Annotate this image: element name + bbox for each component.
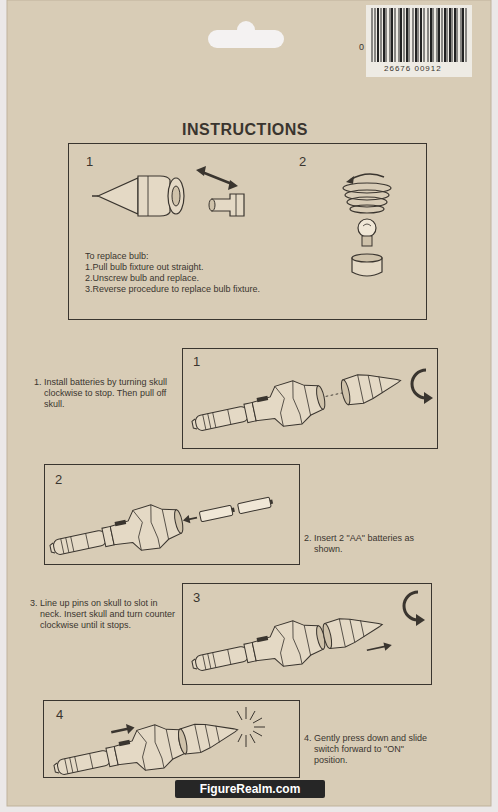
watermark: FigureRealm.com bbox=[175, 780, 325, 798]
bulb-plug bbox=[212, 194, 244, 216]
battery bbox=[199, 505, 235, 522]
step-text: 3. Line up pins on skull to slot in neck… bbox=[30, 598, 178, 630]
slide-arrow bbox=[111, 729, 128, 733]
step-number: 3 bbox=[193, 590, 200, 606]
fixture-opening bbox=[168, 178, 184, 214]
turn-coil bbox=[350, 205, 384, 213]
step-number: 4 bbox=[56, 707, 63, 723]
bulb-filament bbox=[363, 224, 371, 226]
step-number: 1 bbox=[193, 354, 200, 370]
bulb-glass bbox=[358, 219, 376, 237]
step-frame: 1 bbox=[182, 348, 438, 449]
step2-illustration bbox=[46, 480, 277, 570]
callout-number: 1 bbox=[86, 154, 93, 170]
rotate-arrow bbox=[412, 370, 433, 404]
callout-number: 2 bbox=[299, 154, 306, 170]
turn-arrow bbox=[350, 174, 384, 180]
battery bbox=[238, 497, 274, 514]
turn-arrow-head bbox=[346, 176, 354, 184]
instruction-panel: 1 2 To replace bulb:1.Pull bulb fixture ou… bbox=[68, 143, 427, 320]
instruction-heading: To replace bulb: bbox=[85, 251, 149, 262]
fixture-body bbox=[138, 176, 170, 216]
barcode-number: 26676 00912 bbox=[384, 64, 442, 74]
hanger-notch bbox=[237, 21, 255, 39]
instruction-text: 3.Reverse procedure to replace bulb fixt… bbox=[85, 284, 260, 295]
instruction-text: 2.Unscrew bulb and replace. bbox=[85, 273, 199, 284]
flashlight-body bbox=[188, 375, 329, 446]
bulb-screw bbox=[362, 236, 372, 246]
bulb-replace-illustration bbox=[343, 174, 391, 276]
double-arrow-heads bbox=[196, 166, 238, 190]
step-frame: 3 bbox=[182, 583, 432, 685]
flashlight-body bbox=[188, 615, 329, 686]
barcode-ground bbox=[366, 5, 472, 77]
cone bbox=[98, 178, 138, 214]
card bbox=[7, 0, 491, 806]
step-text: 4. Gently press down and slide switch fo… bbox=[304, 733, 436, 765]
slide-arrow-head bbox=[126, 722, 136, 734]
barcode-digit: 0 bbox=[359, 42, 364, 53]
insert-arrow bbox=[189, 518, 197, 520]
insert-arrow-head bbox=[182, 515, 190, 525]
fixture-ring bbox=[148, 176, 149, 216]
step-number: 2 bbox=[55, 472, 62, 488]
step-text: 1. Install batteries by turning skull cl… bbox=[34, 377, 178, 409]
plug-ring bbox=[236, 194, 237, 216]
skull-cap bbox=[321, 610, 385, 651]
fixture-hole bbox=[172, 186, 180, 206]
push-arrow bbox=[367, 646, 385, 650]
step-text: 2. Insert 2 "AA" batteries as shown. bbox=[304, 533, 434, 555]
rotate-arrow bbox=[404, 592, 425, 626]
bulb-fixture-illustration bbox=[92, 166, 244, 216]
flashlight-body bbox=[46, 499, 187, 570]
title: INSTRUCTIONS bbox=[0, 120, 490, 139]
instruction-text: 1.Pull bulb fixture out straight. bbox=[85, 262, 204, 273]
skull-cap bbox=[176, 716, 240, 757]
socket-top bbox=[352, 254, 382, 262]
step-frame: 4 bbox=[43, 700, 300, 778]
light-rays bbox=[237, 707, 265, 747]
flashlight-body bbox=[50, 719, 191, 790]
step-frame: 2 bbox=[44, 464, 300, 565]
step1-illustration bbox=[188, 359, 405, 446]
barcode-bars bbox=[372, 8, 466, 62]
plug-end bbox=[209, 199, 215, 211]
step3-illustration bbox=[188, 602, 393, 691]
push-arrow-head bbox=[383, 641, 392, 651]
skull-cap bbox=[339, 366, 403, 407]
dashed-guide bbox=[326, 393, 343, 397]
barcode-bars bbox=[378, 8, 463, 62]
double-arrow-shaft bbox=[202, 172, 232, 184]
